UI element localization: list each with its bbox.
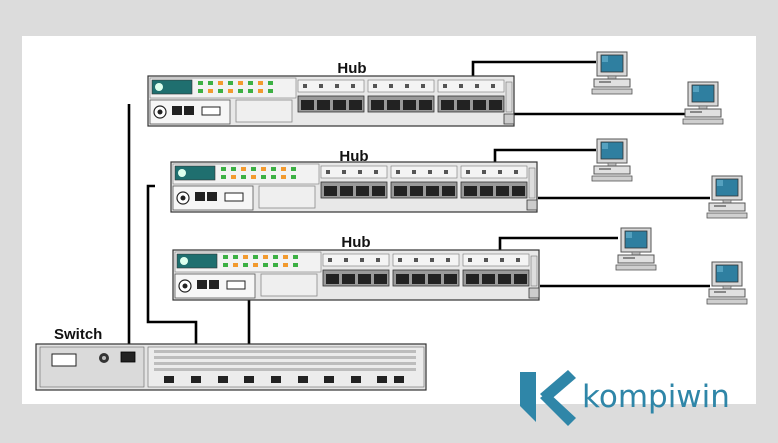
switch-label: Switch	[54, 326, 102, 343]
hub-1	[148, 76, 514, 126]
hub-3-label: Hub	[341, 234, 370, 251]
watermark-text: kompiwin	[582, 379, 730, 415]
switch-device	[35, 343, 427, 391]
hub-3	[173, 250, 539, 300]
hub-2-label: Hub	[339, 148, 368, 165]
kompiwin-logo-icon	[520, 370, 576, 426]
hub-1-label: Hub	[337, 60, 366, 77]
hub-2	[171, 162, 537, 212]
